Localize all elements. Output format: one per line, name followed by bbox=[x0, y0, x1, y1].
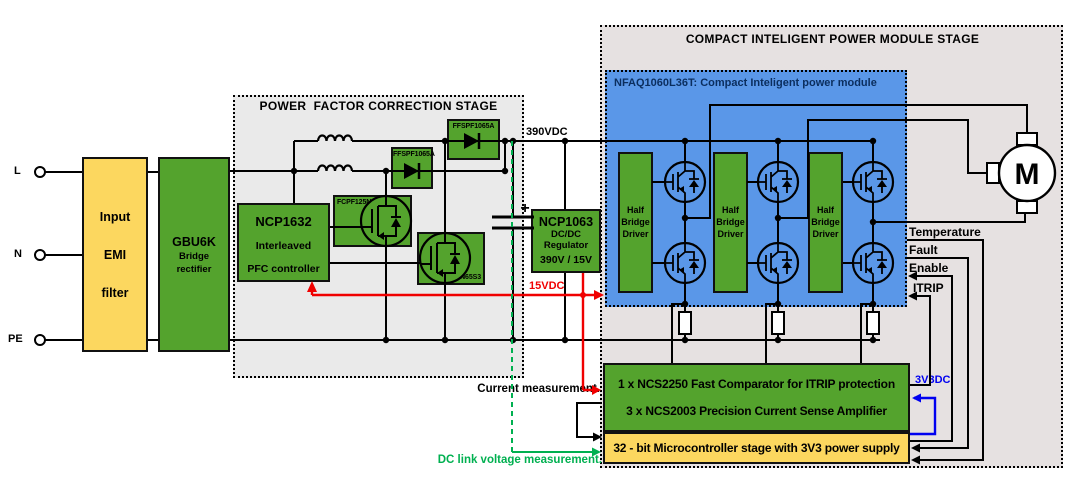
ipm-stage-title: COMPACT INTELIGENT POWER MODULE STAGE bbox=[685, 32, 980, 46]
dcdc-regulator-block: NCP1063 DC/DC Regulator 390V / 15V bbox=[531, 209, 601, 273]
pfc-controller-block: NCP1632 Interleaved PFC controller bbox=[237, 203, 330, 282]
pfc-mosfet-upper-block: FCPF125N65S3 bbox=[333, 195, 412, 247]
driver3-line3: Driver bbox=[812, 229, 839, 239]
emi-line2: EMI bbox=[103, 247, 127, 262]
pfc-controller-line2: PFC controller bbox=[247, 263, 320, 275]
bridge-rectifier-block: GBU6K Bridge rectifier bbox=[158, 157, 230, 352]
rectifier-line2: rectifier bbox=[176, 263, 212, 275]
temperature-signal-label: Temperature bbox=[909, 225, 981, 239]
itrip-signal-label: ITRIP bbox=[913, 281, 944, 295]
boost-diode-upper-block: FFSPF1065A bbox=[447, 119, 500, 160]
driver1-line1: Half bbox=[626, 205, 644, 215]
enable-signal-label: Enable bbox=[909, 261, 949, 275]
earth-terminal-icon bbox=[34, 334, 46, 346]
protection-amplifier-block: 1 x NCS2250 Fast Comparator for ITRIP pr… bbox=[603, 363, 910, 432]
emi-line3: filter bbox=[101, 285, 129, 300]
half-bridge-driver-2: Half Bridge Driver bbox=[713, 152, 748, 293]
rectifier-part: GBU6K bbox=[172, 234, 216, 249]
dcdc-line1: DC/DC bbox=[550, 229, 582, 240]
driver3-line1: Half bbox=[816, 205, 834, 215]
half-bridge-driver-1: Half Bridge Driver bbox=[618, 152, 653, 293]
dcdc-rating: 390V / 15V bbox=[540, 254, 592, 266]
pfc-stage-title: POWER FACTOR CORRECTION STAGE bbox=[259, 99, 498, 113]
dclink-measurement-wire bbox=[511, 141, 601, 457]
dclink-measurement-label: DC link voltage measurement. bbox=[437, 454, 602, 466]
logic-rail-label: 3V3DC bbox=[915, 374, 951, 386]
driver1-line3: Driver bbox=[622, 229, 649, 239]
current-measurement-label: Current measurement. bbox=[477, 383, 600, 395]
dcdc-part: NCP1063 bbox=[538, 215, 594, 229]
half-bridge-driver-3: Half Bridge Driver bbox=[808, 152, 843, 293]
line-terminal-label: L bbox=[14, 165, 21, 177]
neutral-terminal-icon bbox=[34, 249, 46, 261]
pfc-mosfet-lower-block: FCPF125N65S3 bbox=[417, 232, 485, 285]
driver2-line3: Driver bbox=[717, 229, 744, 239]
driver2-line1: Half bbox=[721, 205, 739, 215]
aux-rail-label: 15VDC bbox=[529, 280, 565, 292]
pfc-controller-part: NCP1632 bbox=[255, 214, 312, 229]
microcontroller-block: 32 - bit Microcontroller stage with 3V3 … bbox=[603, 432, 910, 464]
ncs2250-line: 1 x NCS2250 Fast Comparator for ITRIP pr… bbox=[618, 377, 895, 392]
driver1-line2: Bridge bbox=[621, 217, 650, 227]
input-terminals bbox=[34, 166, 46, 346]
boost-diode-lower-block: FFSPF1065A bbox=[391, 147, 435, 189]
earth-terminal-label: PE bbox=[8, 333, 23, 345]
dcdc-line2: Regulator bbox=[543, 240, 589, 251]
boost-diode-upper-part: FFSPF1065A bbox=[452, 123, 495, 130]
ncs2003-line: 3 x NCS2003 Precision Current Sense Ampl… bbox=[626, 403, 887, 418]
ipm-module-title: NFAQ1060L36T: Compact Inteligent power m… bbox=[614, 77, 877, 89]
emi-filter-block: Input EMI filter bbox=[82, 157, 148, 352]
neutral-terminal-label: N bbox=[14, 248, 22, 260]
mcu-label: 32 - bit Microcontroller stage with 3V3 … bbox=[613, 441, 900, 455]
mosfet-upper-part: FCPF125N65S3 bbox=[337, 199, 388, 206]
pfc-controller-line1: Interleaved bbox=[255, 240, 312, 252]
dc-bus-label: 390VDC bbox=[526, 126, 568, 138]
fault-signal-label: Fault bbox=[909, 243, 938, 257]
driver3-line2: Bridge bbox=[811, 217, 840, 227]
rectifier-line1: Bridge bbox=[178, 250, 210, 262]
driver2-line2: Bridge bbox=[716, 217, 745, 227]
mosfet-lower-part: FCPF125N65S3 bbox=[430, 274, 481, 281]
line-terminal-icon bbox=[34, 166, 46, 178]
emi-line1: Input bbox=[99, 209, 131, 224]
boost-diode-lower-part: FFSPF1065A bbox=[393, 151, 435, 158]
